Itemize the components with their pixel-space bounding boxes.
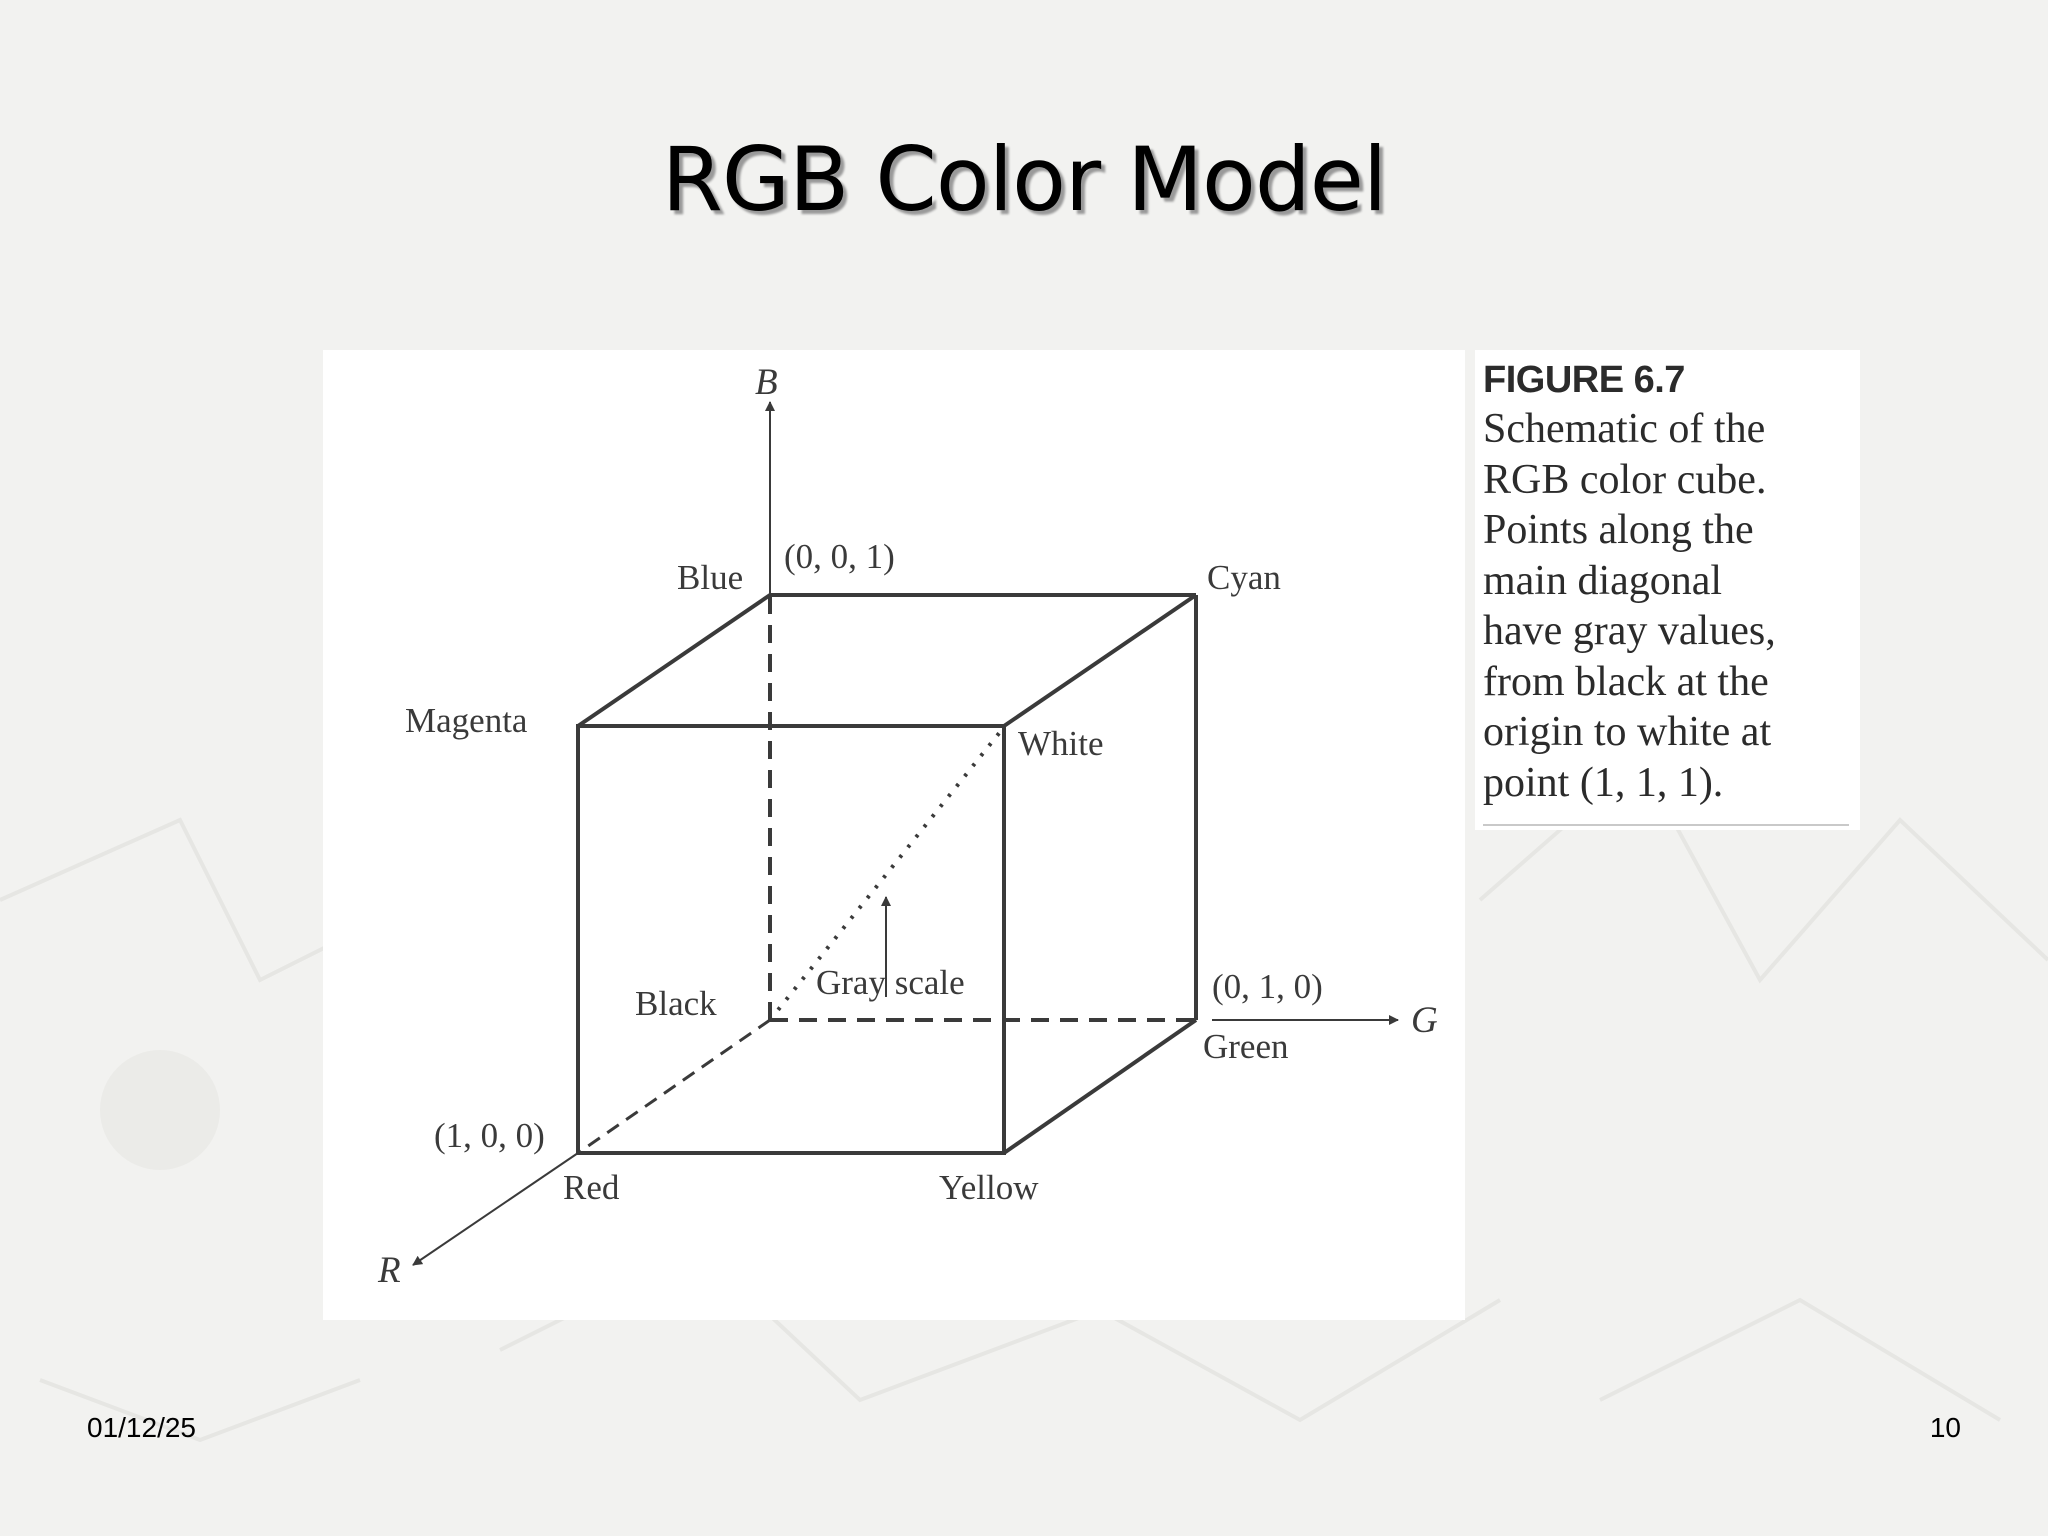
gray-scale-diagonal xyxy=(768,725,1006,1022)
caption-line: RGB color cube. xyxy=(1483,456,1767,503)
axis-label-b: B xyxy=(755,362,778,403)
edge-cyan-white xyxy=(1002,593,1198,728)
vertex-label-green: Green xyxy=(1203,1027,1289,1066)
footer-date: 01/12/25 xyxy=(87,1412,196,1443)
figure-caption: FIGURE 6.7 Schematic of the RGB color cu… xyxy=(1483,356,1843,808)
front-face xyxy=(576,724,1006,1155)
axis-label-g: G xyxy=(1411,1000,1438,1041)
caption-divider xyxy=(1483,824,1849,826)
vertex-label-yellow: Yellow xyxy=(939,1168,1039,1207)
edge-blue-magenta xyxy=(576,593,772,728)
vertex-coord-red: (1, 0, 0) xyxy=(434,1116,545,1155)
vertex-label-red: Red xyxy=(563,1168,620,1207)
edge-black-red xyxy=(577,1018,771,1155)
caption-line: from black at the xyxy=(1483,658,1769,705)
caption-line: main diagonal xyxy=(1483,557,1723,604)
vertex-label-white: White xyxy=(1018,724,1104,763)
caption-line: Points along the xyxy=(1483,507,1754,553)
caption-line: Schematic of the xyxy=(1483,406,1766,452)
caption-line: origin to white at xyxy=(1483,709,1772,755)
vertex-label-blue: Blue xyxy=(677,558,743,597)
vertex-coord-blue: (0, 0, 1) xyxy=(784,537,895,576)
edge-green-yellow xyxy=(1002,1018,1198,1155)
vertex-label-black: Black xyxy=(635,984,717,1023)
r-axis xyxy=(412,1152,579,1266)
page-number: 10 xyxy=(1929,1412,1961,1443)
gray-scale-label: Gray scale xyxy=(816,963,965,1002)
slide-title: RGB Color Model xyxy=(661,128,1388,231)
caption-line: have gray values, xyxy=(1483,608,1776,654)
figure-number: FIGURE 6.7 xyxy=(1483,359,1685,401)
caption-panel xyxy=(1475,350,1860,830)
vertex-label-magenta: Magenta xyxy=(405,701,528,740)
vertex-label-cyan: Cyan xyxy=(1207,558,1281,597)
caption-line: point (1, 1, 1). xyxy=(1483,759,1724,806)
vertex-coord-green: (0, 1, 0) xyxy=(1212,967,1323,1006)
figure-panel xyxy=(323,350,1465,1320)
axis-label-r: R xyxy=(377,1250,401,1291)
